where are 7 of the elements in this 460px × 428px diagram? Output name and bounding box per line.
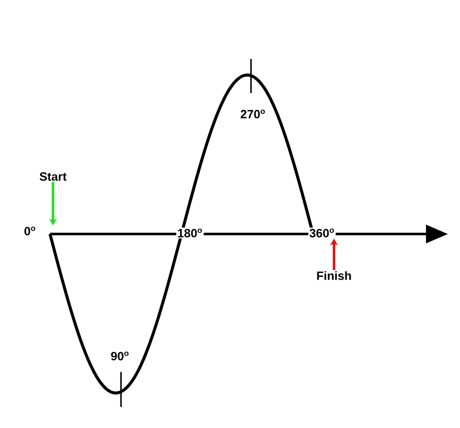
- angle-label: 90$^{o}$: [110, 350, 130, 362]
- text-label: Start: [38, 171, 68, 182]
- angle-label: 0$^{o}$: [22, 226, 38, 236]
- text-label: Finish: [315, 270, 353, 281]
- angle-label: 180$^{o}$: [176, 228, 204, 238]
- angle-label: 360$^{o}$: [308, 228, 336, 238]
- angle-label: 270$^{o}$: [239, 108, 267, 120]
